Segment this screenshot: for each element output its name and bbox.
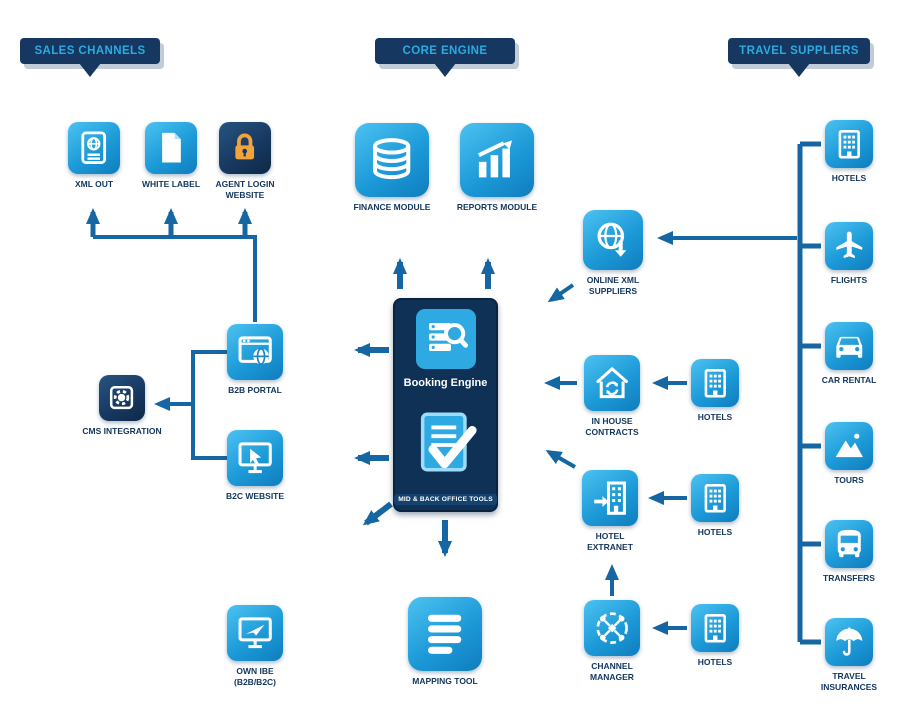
node-white-label: WHITE LABEL [131,122,211,190]
banner-core-engine-label: CORE ENGINE [402,45,488,57]
node-tours: TOURS [809,422,889,486]
transfers-label: TRANSFERS [823,573,875,583]
own-ibe-label: OWN IBE (B2B/B2C) [233,666,277,688]
xml-out-icon [68,122,120,174]
travel-insurances-label: TRAVEL INSURANCES [820,671,878,693]
b2b-portal-label: B2B PORTAL [228,385,282,395]
database-icon [355,123,429,197]
hotel-extranet-label: HOTEL EXTRANET [587,531,633,553]
white-label-icon [145,122,197,174]
umbrella-icon [825,618,873,666]
network-nodes-icon [584,600,640,656]
monitor-plane-icon [227,605,283,661]
cms-integration-label: CMS INTEGRATION [82,426,162,436]
browser-globe-icon [227,324,283,380]
node-transfers: TRANSFERS [809,520,889,584]
node-b2b-portal: B2B PORTAL [215,324,295,396]
node-mapping-tool: MAPPING TOOL [399,597,491,687]
white-label-label: WHITE LABEL [141,179,201,189]
reports-module-label: REPORTS MODULE [456,202,538,212]
hotel-building-icon [691,604,739,652]
node-own-ibe: OWN IBE (B2B/B2C) [215,605,295,688]
finance-module-label: FINANCE MODULE [353,202,431,212]
bar-chart-icon [460,123,534,197]
hotels-label: HOTELS [697,527,733,537]
node-b2c-website: B2C WEBSITE [215,430,295,502]
node-hotels-right: HOTELS [809,120,889,184]
node-hotel-extranet: HOTEL EXTRANET [570,470,650,553]
booking-engine-title: Booking Engine [403,377,488,389]
building-arrow-in-icon [582,470,638,526]
hotels-label: HOTELS [831,173,867,183]
channel-manager-label: CHANNEL MANAGER [590,661,634,683]
car-rental-label: CAR RENTAL [821,375,877,385]
node-hotels-channel: HOTELS [675,604,755,668]
node-car-rental: CAR RENTAL [809,322,889,386]
server-search-icon [415,309,476,369]
mapping-tool-label: MAPPING TOOL [412,676,478,686]
hotel-building-icon [691,359,739,407]
banner-sales-channels-label: SALES CHANNELS [34,45,146,57]
node-reports-module: REPORTS MODULE [451,123,543,213]
airplane-icon [825,222,873,270]
booking-engine-box: Booking Engine MID & BACK OFFICE TOOLS [393,298,498,512]
list-lines-icon [408,597,482,671]
hotels-label: HOTELS [697,412,733,422]
banner-core-engine: CORE ENGINE [375,38,515,77]
online-xml-suppliers-label: ONLINE XML SUPPLIERS [586,275,640,297]
node-channel-manager: CHANNEL MANAGER [572,600,652,683]
xml-out-label: XML OUT [74,179,114,189]
flights-label: FLIGHTS [830,275,868,285]
banner-pointer [788,63,810,77]
node-finance-module: FINANCE MODULE [346,123,438,213]
b2c-website-label: B2C WEBSITE [225,491,285,501]
booking-engine-subtitle: MID & BACK OFFICE TOOLS [394,494,497,505]
node-cms-integration: CMS INTEGRATION [82,375,162,437]
globe-download-icon [583,210,643,270]
monitor-cursor-icon [227,430,283,486]
document-check-icon [411,389,481,494]
tours-label: TOURS [834,475,864,485]
car-icon [825,322,873,370]
node-online-xml-suppliers: ONLINE XML SUPPLIERS [573,210,653,297]
node-travel-insurances: TRAVEL INSURANCES [809,618,889,693]
padlock-icon [219,122,271,174]
node-hotels-extranet: HOTELS [675,474,755,538]
node-hotels-inhouse: HOTELS [675,359,755,423]
hotels-label: HOTELS [697,657,733,667]
node-xml-out: XML OUT [54,122,134,190]
banner-sales-channels: SALES CHANNELS [20,38,160,77]
gear-widget-icon [99,375,145,421]
node-agent-login-website: AGENT LOGIN WEBSITE [205,122,285,201]
agent-login-website-label: AGENT LOGIN WEBSITE [215,179,275,201]
banner-travel-suppliers-label: TRAVEL SUPPLIERS [739,45,859,57]
in-house-contracts-label: IN HOUSE CONTRACTS [585,416,639,438]
banner-pointer [79,63,101,77]
mountains-icon [825,422,873,470]
node-in-house-contracts: IN HOUSE CONTRACTS [572,355,652,438]
hotel-building-icon [691,474,739,522]
bus-icon [825,520,873,568]
house-refresh-icon [584,355,640,411]
banner-travel-suppliers: TRAVEL SUPPLIERS [728,38,870,77]
hotel-building-icon [825,120,873,168]
node-flights: FLIGHTS [809,222,889,286]
banner-pointer [434,63,456,77]
